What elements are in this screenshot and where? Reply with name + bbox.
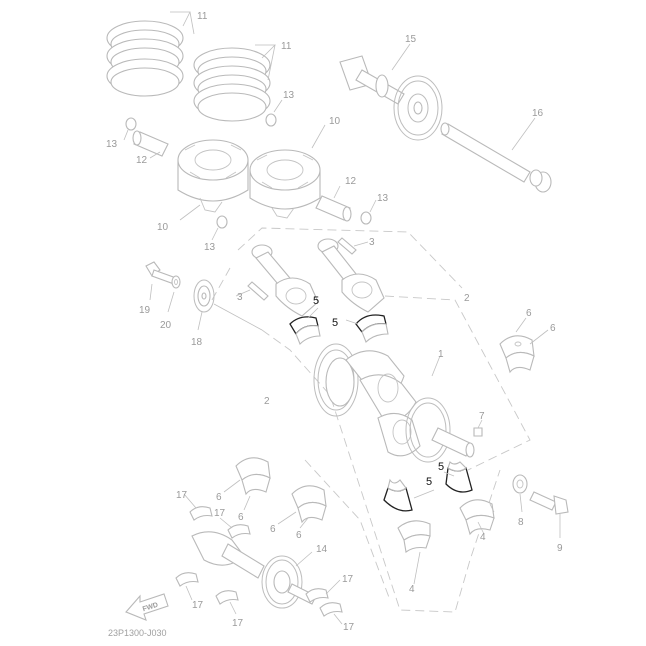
main-bearing-lower-b xyxy=(459,499,495,536)
crank-washer xyxy=(512,474,528,494)
svg-text:FWD: FWD xyxy=(142,602,159,614)
callout-7: 7 xyxy=(479,411,485,422)
conrod-bearing-upper-left xyxy=(289,316,321,345)
callout-17-c: 17 xyxy=(192,600,204,611)
callout-20: 20 xyxy=(160,320,172,331)
callout-9: 9 xyxy=(557,543,563,554)
callout-5-c: 5 xyxy=(438,461,444,473)
callout-11-left: 11 xyxy=(197,11,208,22)
callout-3-left: 3 xyxy=(237,292,243,303)
callout-4-right: 4 xyxy=(480,532,486,543)
callout-labels: 11 11 13 13 13 13 12 12 10 10 15 16 3 3 … xyxy=(106,11,563,633)
callout-17-b: 17 xyxy=(214,508,226,519)
callout-17-d: 17 xyxy=(232,618,244,629)
callout-4-lower: 4 xyxy=(409,584,415,595)
main-bearing-lower-a xyxy=(397,520,431,553)
callout-5-b: 5 xyxy=(332,317,338,329)
callout-6-left-d: 6 xyxy=(296,530,302,541)
callout-17-f: 17 xyxy=(343,622,355,633)
forward-direction-arrow: FWD xyxy=(125,593,169,621)
piston-pin-right xyxy=(315,195,352,222)
callout-13-lower: 13 xyxy=(204,242,216,253)
gear-bolt xyxy=(145,261,177,285)
callout-6-right-a: 6 xyxy=(526,308,532,319)
callout-1: 1 xyxy=(438,349,444,360)
callout-13-left: 13 xyxy=(106,139,118,150)
callout-19: 19 xyxy=(139,305,151,316)
conrod-bearing-lower-right xyxy=(445,460,473,493)
diagram-code: 23P1300-J030 xyxy=(108,628,167,638)
balancer-assembly-lower xyxy=(191,531,317,609)
callout-5-a: 5 xyxy=(313,295,319,307)
woodruff-key xyxy=(473,427,483,437)
callout-17-e: 17 xyxy=(342,574,354,585)
callout-labels-highlighted: 5 5 5 5 xyxy=(313,295,444,488)
callout-12-right: 12 xyxy=(345,176,357,187)
circlip-set xyxy=(125,113,372,229)
conrod-bearing-lower-left xyxy=(383,478,413,512)
balancer-bearing-set xyxy=(175,506,343,617)
callout-13-right: 13 xyxy=(377,193,389,204)
assembly-boundary-lines xyxy=(211,227,531,613)
callout-10-right: 10 xyxy=(329,116,341,127)
conrod-bearing-upper-right xyxy=(355,314,389,343)
callout-6-right-b: 6 xyxy=(550,323,556,334)
connecting-rod-right xyxy=(317,237,385,313)
piston-pin-left xyxy=(132,130,169,157)
callout-17-a: 17 xyxy=(176,490,188,501)
balancer-shaft xyxy=(339,55,443,141)
connecting-rod-left xyxy=(247,244,319,317)
callout-5-d: 5 xyxy=(426,476,432,488)
callout-15: 15 xyxy=(405,34,417,45)
balancer-drive-shaft xyxy=(440,122,552,193)
callout-3-right: 3 xyxy=(369,237,375,248)
callout-2-right: 2 xyxy=(464,293,470,304)
callout-8: 8 xyxy=(518,517,524,528)
piston-ring-set-left xyxy=(106,20,184,97)
callout-6-left-c: 6 xyxy=(270,524,276,535)
piston-left xyxy=(177,139,249,213)
main-bearing-left-upper xyxy=(235,457,271,496)
callout-13-upper: 13 xyxy=(283,90,295,101)
main-bearing-left-lower xyxy=(291,485,327,524)
callout-18: 18 xyxy=(191,337,203,348)
callout-16: 16 xyxy=(532,108,544,119)
callout-2-left: 2 xyxy=(264,396,270,407)
callout-11-right: 11 xyxy=(281,41,292,52)
piston-ring-set-right xyxy=(193,47,271,122)
gear-washer xyxy=(171,275,181,289)
callout-6-left-a: 6 xyxy=(216,492,222,503)
crank-bolt xyxy=(529,491,569,515)
callout-14: 14 xyxy=(316,544,328,555)
main-bearing-right xyxy=(499,335,535,374)
timing-gear xyxy=(193,279,215,313)
piston-right xyxy=(249,149,321,219)
callout-10-left: 10 xyxy=(157,222,169,233)
crankshaft xyxy=(313,343,475,463)
callout-6-left-b: 6 xyxy=(238,512,244,523)
callout-12-left: 12 xyxy=(136,155,148,166)
